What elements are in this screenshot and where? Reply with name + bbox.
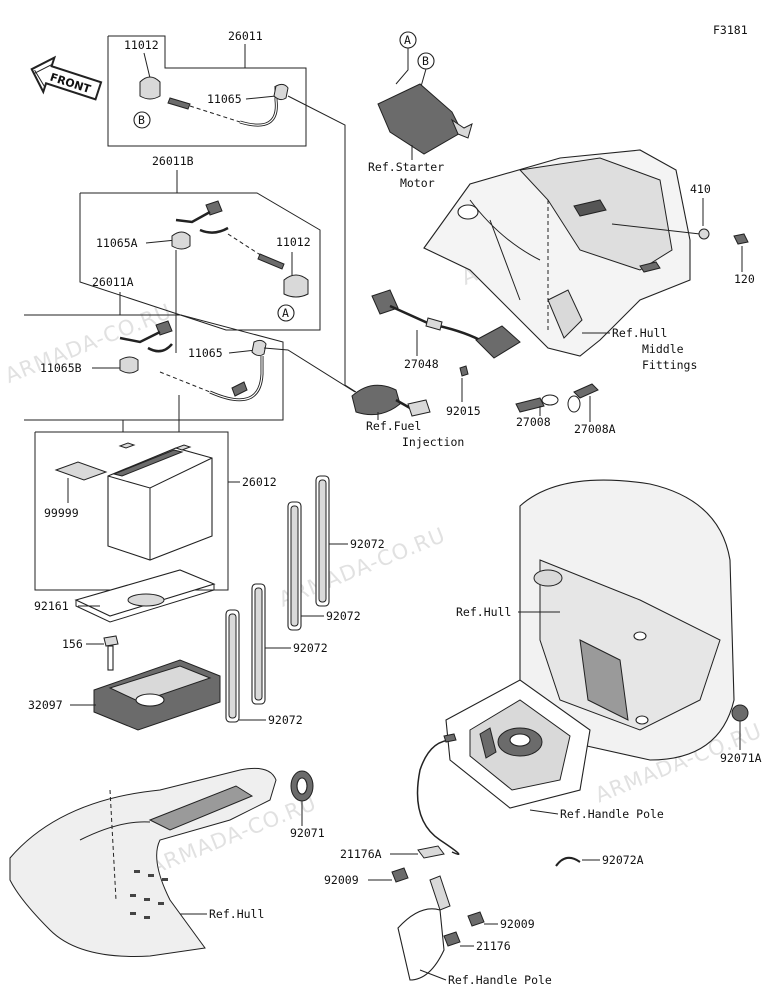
watermark: ARMADA-CO.RU	[2, 299, 176, 388]
grommet-92071: 92071	[290, 770, 325, 840]
battery	[107, 447, 213, 561]
part-label-92161: 92161	[34, 599, 69, 613]
cable-26011b-group: 26011B 11065A 11012 A	[79, 154, 321, 331]
callout-a: A	[404, 33, 411, 47]
callout-a-marker	[277, 304, 295, 322]
part-label-26011a: 26011A	[92, 275, 134, 289]
plug-92071a: 92071A	[720, 704, 762, 765]
ref-handle-pole-2: Ref.Handle Pole	[448, 973, 552, 987]
ref-starter-motor-2: Motor	[400, 176, 435, 190]
strap-set-92072: 92072 92072 92072 92072	[225, 475, 385, 727]
part-label-92009: 92009	[500, 917, 535, 931]
part-label-92071: 92071	[290, 826, 325, 840]
battery-holder-32097: 32097	[28, 659, 221, 731]
ref-hull-right: Ref.Hull	[456, 605, 511, 619]
bolt-156: 156	[62, 635, 119, 671]
battery-26012-group: 26012 99999	[34, 395, 277, 591]
part-label-11065b: 11065B	[40, 361, 82, 375]
part-label-27008a: 27008A	[574, 422, 616, 436]
part-label-92009: 92009	[324, 873, 359, 887]
ref-starter-motor-1: Ref.Starter	[368, 160, 444, 174]
part-label-156: 156	[62, 637, 83, 651]
part-label-11065: 11065	[207, 92, 242, 106]
cable-21176a: 21176A	[340, 733, 460, 861]
starter-motor	[377, 83, 463, 155]
label-sticker-99999	[54, 461, 108, 481]
part-label-11012: 11012	[124, 38, 159, 52]
part-label-21176a: 21176A	[340, 847, 382, 861]
harness-27048: 27048 92015	[371, 289, 521, 418]
ref-fuel-injection-2: Injection	[402, 435, 464, 449]
washer-410	[698, 228, 710, 240]
part-label-92071a: 92071A	[720, 751, 762, 765]
part-label-26011: 26011	[228, 29, 263, 43]
ref-fuel-injection-1: Ref.Fuel	[366, 419, 421, 433]
part-label-92072: 92072	[350, 537, 385, 551]
ref-handle-pole-1: Ref.Handle Pole	[560, 807, 664, 821]
ref-hull-bottom: Ref.Hull	[209, 907, 264, 921]
cable-26011-group: 26011 11012 B 11065	[107, 29, 307, 147]
part-label-92072a: 92072A	[602, 853, 644, 867]
front-arrow: FRONT	[30, 55, 103, 101]
clip-92072a: 92072A	[555, 853, 644, 867]
part-label-92015: 92015	[446, 404, 481, 418]
ref-hull-middle-3: Fittings	[642, 358, 697, 372]
bolt-120	[733, 233, 749, 245]
part-label-11065-mid: 11065	[188, 346, 223, 360]
battery-tray-92161: 92161	[34, 569, 216, 623]
part-label-99999: 99999	[44, 506, 79, 520]
bolt-92009-left: 92009	[324, 867, 409, 887]
figure-code: F3181	[713, 23, 748, 37]
terminal-cap-11012	[139, 76, 161, 100]
keys-27008: 27008 27008A	[515, 383, 616, 436]
part-label-27008: 27008	[516, 415, 551, 429]
hull-middle-fittings: 410 120 Ref.Hull Middle Fittings	[423, 149, 755, 372]
part-label-26011b: 26011B	[152, 154, 194, 168]
part-label-21176: 21176	[476, 939, 511, 953]
leader-line	[287, 95, 357, 393]
hull-right: Ref.Hull	[456, 479, 735, 761]
handle-pole-base: Ref.Handle Pole	[445, 679, 664, 821]
part-label-92072: 92072	[326, 609, 361, 623]
part-label-120: 120	[734, 272, 755, 286]
part-label-410: 410	[690, 182, 711, 196]
part-label-92072: 92072	[268, 713, 303, 727]
part-label-11012-mid: 11012	[276, 235, 311, 249]
part-label-26012: 26012	[242, 475, 277, 489]
cable-26011a-group: 26011A 11065B 11065	[24, 250, 284, 421]
clip-92015	[459, 365, 469, 377]
ref-hull-middle-1: Ref.Hull	[612, 326, 667, 340]
terminal-cap-11012	[283, 274, 309, 298]
callout-a: A	[282, 306, 289, 320]
hull-bottom-left: Ref.Hull	[9, 767, 277, 957]
callout-b-marker	[133, 111, 151, 129]
callout-b: B	[138, 113, 145, 127]
handle-pole-lower: 92009 21176 Ref.Handle Pole	[397, 875, 552, 987]
part-label-32097: 32097	[28, 698, 63, 712]
part-label-27048: 27048	[404, 357, 439, 371]
callout-b: B	[422, 54, 429, 68]
starter-motor-assembly: A B Ref.Starter Motor	[368, 31, 473, 190]
fuel-injection-module: Ref.Fuel Injection	[351, 384, 464, 449]
ref-hull-middle-2: Middle	[642, 342, 684, 356]
part-label-11065a: 11065A	[96, 236, 138, 250]
part-label-92072: 92072	[293, 641, 328, 655]
